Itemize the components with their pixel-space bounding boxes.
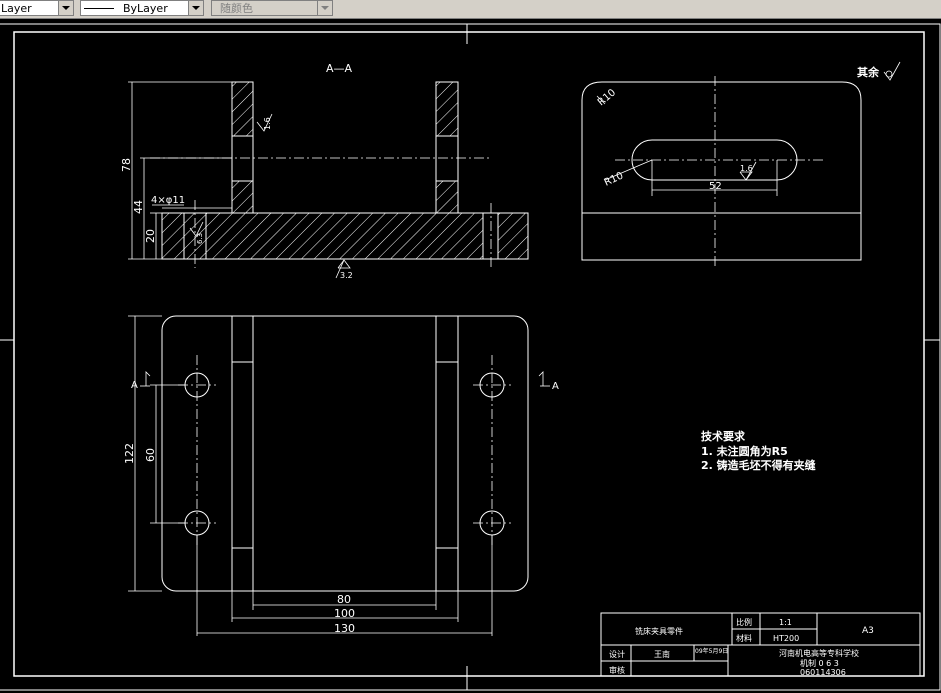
section-view-a-a: A—A xyxy=(120,62,529,280)
notes-line-2: 2. 铸造毛坯不得有夹缝 xyxy=(701,458,816,472)
section-mark-left: A xyxy=(131,380,138,391)
class-name: 机制 0 6 3 xyxy=(800,658,839,668)
color-combo[interactable]: 随颜色 xyxy=(211,0,333,16)
part-name: 铣床夹具零件 xyxy=(635,626,683,636)
linetype-sample xyxy=(84,8,114,9)
reviewer-label: 审核 xyxy=(609,665,625,675)
designer-name: 王南 xyxy=(654,649,670,659)
plan-view: 122 60 80 100 130 A A xyxy=(123,315,559,636)
layer-combo-value: Layer xyxy=(1,2,32,15)
dim-20: 20 xyxy=(144,229,157,243)
designer-label: 设计 xyxy=(609,649,625,659)
chevron-down-icon[interactable] xyxy=(188,1,203,15)
layer-combo[interactable]: Layer xyxy=(0,0,74,16)
student-id: 060114306 xyxy=(800,668,846,677)
section-title: A—A xyxy=(326,62,353,75)
sheet-size: A3 xyxy=(862,626,874,636)
hole-callout: 4×φ11 xyxy=(151,195,185,206)
roughness-symbol xyxy=(739,161,757,181)
notes-title: 技术要求 xyxy=(701,429,746,443)
technical-notes: 技术要求 1. 未注圆角为R5 2. 铸造毛坯不得有夹缝 xyxy=(701,429,816,472)
roughness-value: 6.3 xyxy=(196,233,204,244)
dim-130: 130 xyxy=(334,622,355,635)
school-name: 河南机电高等专科学校 xyxy=(779,648,859,658)
material-label: 材料 xyxy=(736,633,752,643)
roughness-symbol xyxy=(335,259,351,279)
design-date: 09年5月9日 xyxy=(695,647,728,655)
color-combo-value: 随颜色 xyxy=(220,2,253,15)
roughness-value: 1.6 xyxy=(740,164,753,173)
properties-toolbar: Layer ByLayer 随颜色 xyxy=(0,0,941,19)
dim-52: 52 xyxy=(709,181,722,192)
drawing-canvas[interactable]: A—A xyxy=(0,19,941,693)
section-mark-right: A xyxy=(552,381,559,392)
roughness-symbol xyxy=(883,61,901,81)
dim-80: 80 xyxy=(337,593,351,606)
dim-100: 100 xyxy=(334,607,355,620)
chevron-down-icon[interactable] xyxy=(317,1,332,15)
roughness-symbol xyxy=(256,113,273,132)
rest-finish-label: 其余 xyxy=(857,65,880,79)
chevron-down-icon[interactable] xyxy=(58,1,73,15)
linetype-combo[interactable]: ByLayer xyxy=(80,0,204,16)
roughness-value: 1.6 xyxy=(263,117,272,130)
side-view: R10 R10 52 1.6 其余 xyxy=(581,61,901,268)
dim-r10-corner: R10 xyxy=(596,87,618,108)
notes-line-1: 1. 未注圆角为R5 xyxy=(701,444,788,458)
scale-value: 1:1 xyxy=(779,618,792,627)
dim-44: 44 xyxy=(132,200,145,214)
material-value: HT200 xyxy=(773,634,799,643)
linetype-combo-value: ByLayer xyxy=(123,2,168,15)
dim-122: 122 xyxy=(123,443,136,464)
drawing-frame xyxy=(0,23,941,691)
scale-label: 比例 xyxy=(736,617,752,627)
dim-60: 60 xyxy=(144,448,157,462)
roughness-symbol xyxy=(189,221,204,237)
dim-78: 78 xyxy=(120,158,133,172)
dim-r10-slot: R10 xyxy=(603,170,625,188)
roughness-value: 3.2 xyxy=(340,271,353,280)
title-block: 铣床夹具零件 比例 1:1 材料 HT200 A3 设计 王南 09年5月9日 … xyxy=(600,612,921,677)
